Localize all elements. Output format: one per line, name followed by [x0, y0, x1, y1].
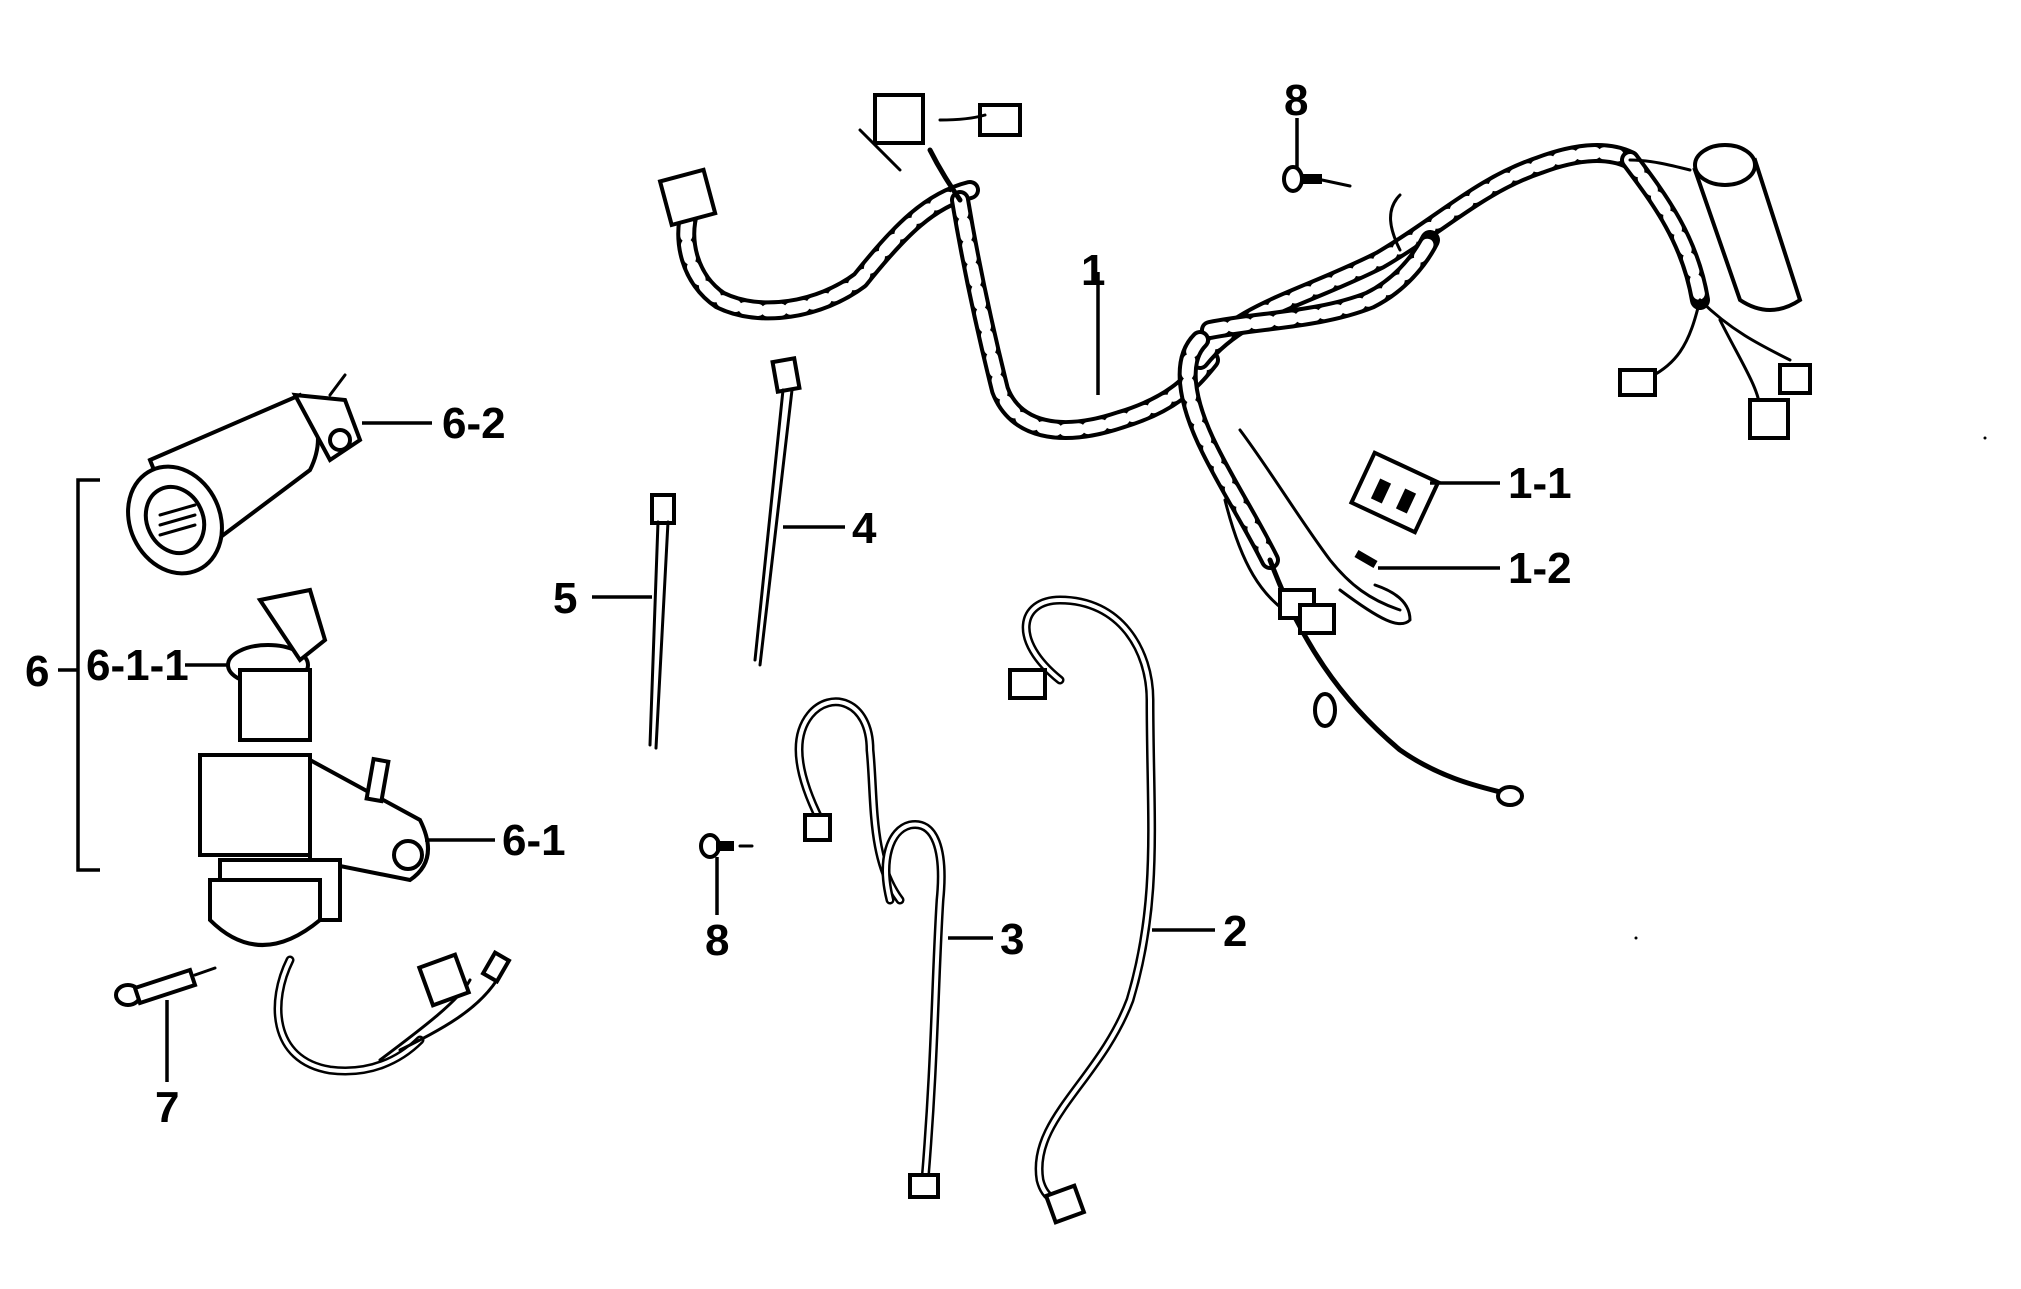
screw-top [1282, 165, 1352, 193]
cable-tie-short [648, 493, 676, 750]
leader-lines [58, 118, 1500, 1082]
speck [1983, 436, 1987, 440]
callout-2: 2 [1223, 907, 1247, 956]
callout-3: 3 [1000, 915, 1024, 964]
cable-tie-long [753, 356, 802, 667]
callout-5: 5 [553, 574, 577, 623]
callout-6-2: 6-2 [442, 399, 506, 448]
seat-lock [126, 373, 363, 576]
callout-6-1: 6-1 [502, 816, 566, 865]
speck [1634, 936, 1638, 940]
callout-labels: 1 1-1 1-2 2 3 4 5 6 6-1 6-1-1 6-2 7 8 8 [25, 76, 1572, 1132]
callout-6-1-1: 6-1-1 [86, 641, 189, 690]
capacitor [1692, 143, 1803, 312]
callout-1-2: 1-2 [1508, 544, 1572, 593]
callout-6: 6 [25, 647, 49, 696]
battery-cable [794, 697, 946, 1199]
callout-1-1: 1-1 [1508, 459, 1572, 508]
callout-4: 4 [852, 504, 877, 553]
ground-cable [1008, 595, 1157, 1225]
bracket-6 [76, 478, 100, 872]
main-wire-harness [657, 93, 1812, 807]
ignition-switch [198, 587, 512, 1076]
fuse-holder [1348, 450, 1441, 535]
key-blank [114, 966, 217, 1007]
callout-8-top: 8 [1284, 76, 1308, 125]
callout-7: 7 [155, 1083, 179, 1132]
callout-1: 1 [1081, 246, 1105, 295]
screw-bottom [699, 833, 754, 859]
ignition-switch-assembly [114, 373, 512, 1076]
callout-8-bottom: 8 [705, 916, 729, 965]
